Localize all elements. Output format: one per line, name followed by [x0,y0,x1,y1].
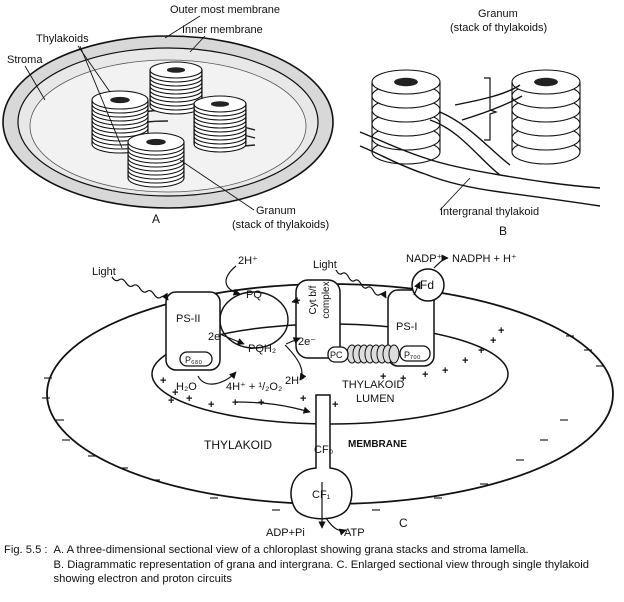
label-cf0: CF₀ [314,444,333,456]
caption-fig-label: Fig. 5.5 : [4,544,48,556]
label-pc: PC [330,350,343,360]
pq-cycle [219,291,289,349]
label-lumen-1: THYLAKOID [342,379,404,391]
plus-sign: + [442,365,448,377]
label-panel-b: B [499,224,507,238]
label-pqh2: PQH₂ [248,343,276,355]
pc-coil [346,344,400,364]
plus-sign: + [332,399,338,411]
plus-sign: + [232,397,238,409]
label-fd: Fd [420,278,434,292]
plus-sign: + [168,395,174,407]
stroma-minus-signs [42,335,604,511]
label-granum-a: Granum [256,205,296,217]
label-light-1: Light [92,266,116,278]
plus-sign: + [258,397,264,409]
plus-sign: + [462,355,468,367]
label-granum-b: Granum [478,8,518,20]
plus-sign: + [478,345,484,357]
label-2e-2: 2e⁻ [298,336,316,348]
label-2e-1: 2e [208,331,220,343]
label-granum-a-sub: (stack of thylakoids) [232,219,329,231]
granum-stacks [91,61,247,188]
flow-arrows [197,254,449,536]
label-nadph: NADPH + H⁺ [452,253,517,265]
label-outer-membrane: Outer most membrane [170,4,280,16]
caption-line-b: B. Diagrammatic representation of grana … [53,558,589,586]
granum-stack-2 [149,61,203,115]
label-light-2: Light [313,259,337,271]
granum-stack-1 [91,90,149,154]
label-ps1: PS-I [396,321,417,333]
panel-c-thylakoid: +++++++++++++++++ [42,254,614,536]
label-cyt-2: complex [321,281,332,318]
label-p680: P₆₈₀ [185,355,202,365]
label-thylakoids: Thylakoids [36,33,89,45]
panel-a-chloroplast [2,35,334,209]
p680-box [179,351,213,367]
label-panel-c: C [399,516,408,530]
caption-line-a: A. A three-dimensional sectional view of… [53,544,529,556]
ps2-complex [165,291,221,371]
label-pq: PQ [246,289,262,301]
cyt-bf-complex [295,279,341,359]
granum-stack-3 [193,95,247,153]
label-thylakoid: THYLAKOID [204,438,272,452]
granum-brace [484,77,498,141]
panel-b-grana [359,69,601,207]
plus-sign: + [380,371,386,383]
label-panel-a: A [152,212,160,226]
granum-b-stack-1 [371,69,441,165]
plus-sign: + [208,399,214,411]
label-atp: ATP [344,527,365,539]
granum-stack-4 [127,132,185,188]
plus-sign: + [186,393,192,405]
label-granum-b-sub: (stack of thylakoids) [450,22,547,34]
figure-caption: Fig. 5.5 : A. A three-dimensional sectio… [4,543,620,587]
label-membrane: MEMBRANE [348,439,407,450]
label-split: 4H⁺ + ¹/₂O₂ [226,381,282,393]
label-cyt-1: Cyt b/f [308,285,319,314]
label-inner-membrane: Inner membrane [182,24,263,36]
label-nadp: NADP⁺ [406,253,443,265]
label-p700: P₇₀₀ [404,350,421,360]
label-ps2: PS-II [176,313,200,325]
label-lumen-2: LUMEN [356,393,395,405]
label-2h-top: 2H⁺ [238,255,258,267]
label-intergranal: Intergranal thylakoid [440,206,539,218]
light-arrow-1 [111,276,169,301]
atp-synthase [290,394,353,520]
fd-circle [411,268,445,302]
intergranal-lamellae [359,84,601,207]
label-adp: ADP+Pi [266,527,305,539]
p700-box [399,345,431,362]
plus-sign: + [490,335,496,347]
leader-lines [24,15,471,211]
pc-box [327,346,349,363]
plus-sign: + [160,375,166,387]
label-2h-mid: 2H⁺ [285,375,305,387]
lumen-plus-signs: +++++++++++++++++ [160,325,504,411]
plus-sign: + [498,325,504,337]
plus-sign: + [422,369,428,381]
label-h2o: H₂O [176,381,197,393]
label-cf1: CF₁ [312,489,331,501]
light-arrow-2 [335,269,387,299]
plus-sign: + [400,373,406,385]
label-stroma: Stroma [7,54,43,66]
granum-b-stack-2 [511,69,581,165]
plus-sign: + [172,387,178,399]
plus-sign: + [300,393,306,405]
